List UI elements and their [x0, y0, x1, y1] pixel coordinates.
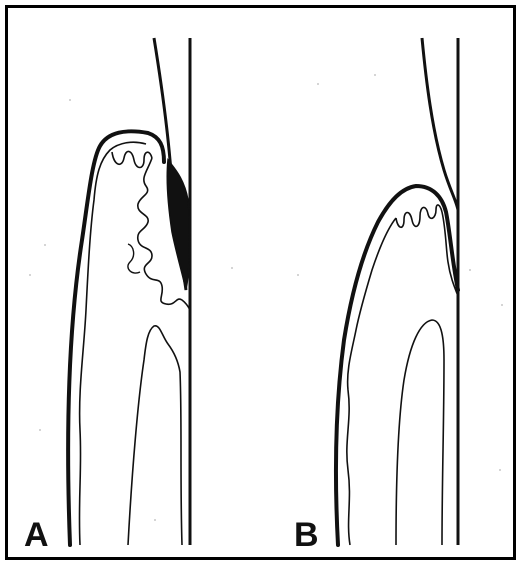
panel-label-a: A [24, 516, 49, 554]
panel-label-b: B [294, 516, 319, 554]
figure-frame [7, 7, 515, 559]
